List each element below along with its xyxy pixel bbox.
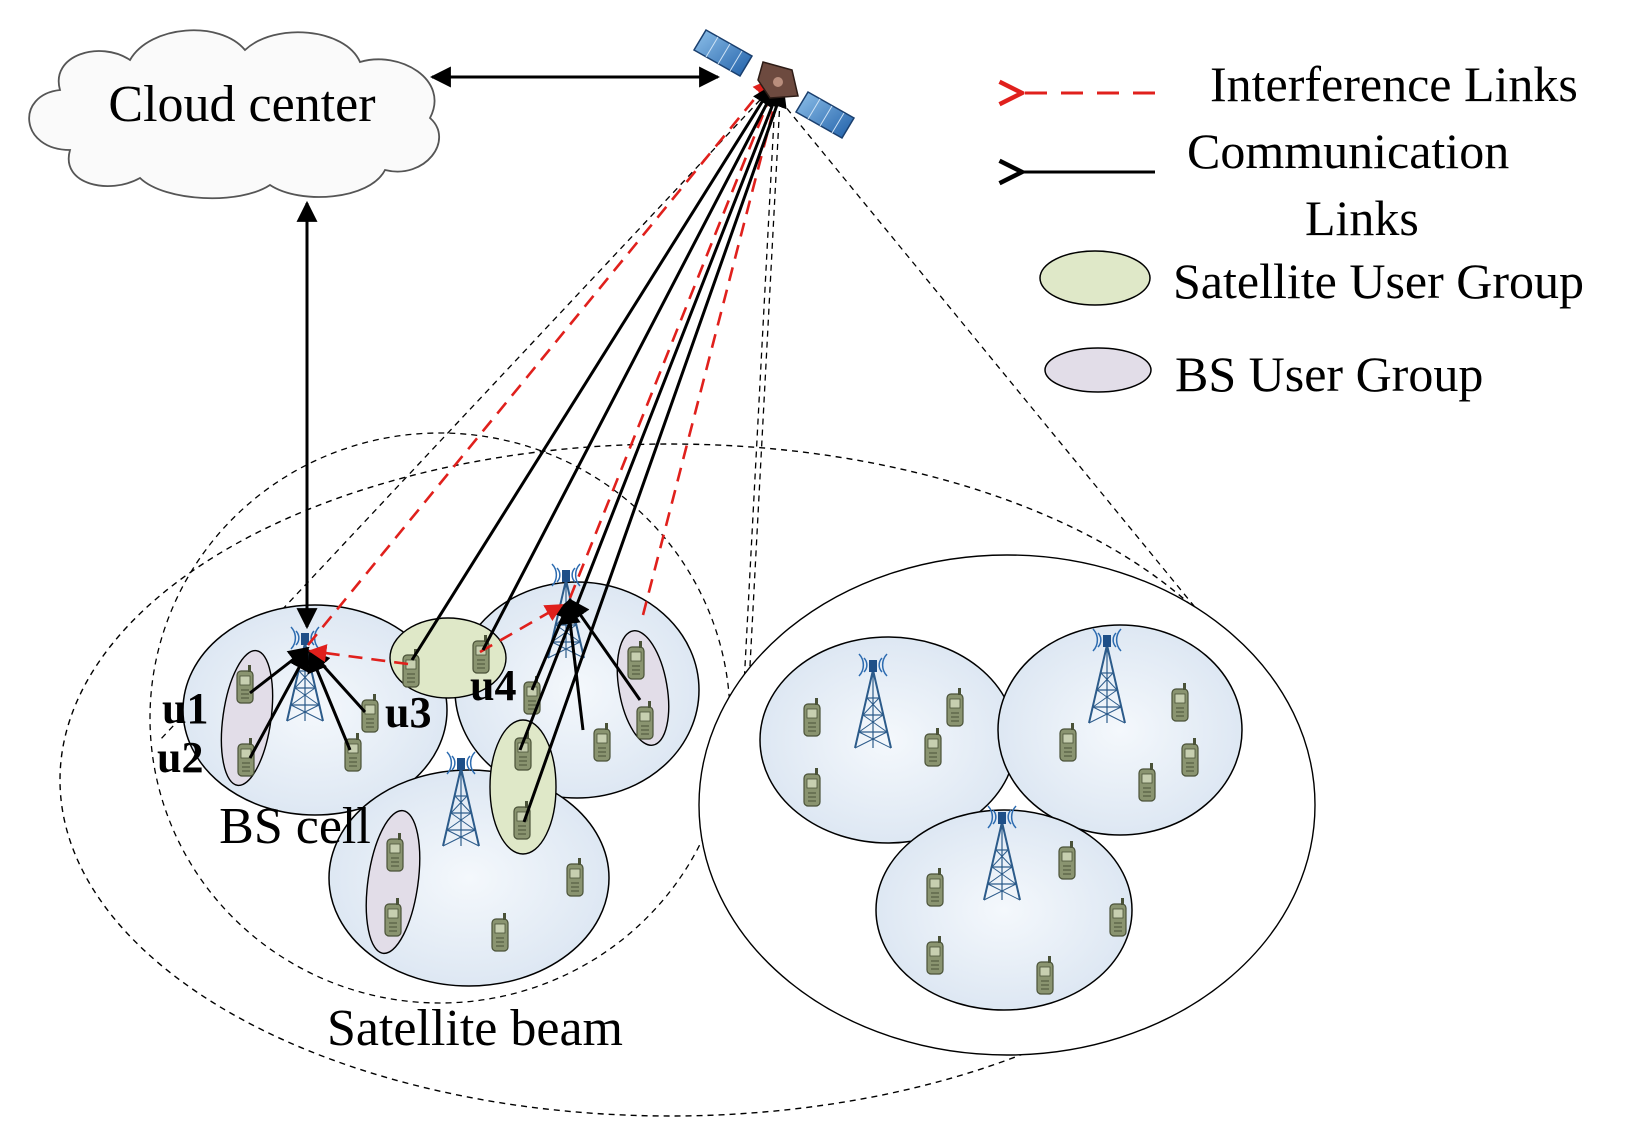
mobile-phone-icon	[926, 867, 944, 907]
bs-cell-6	[875, 809, 1133, 1011]
bs-cell-label: BS cell	[219, 798, 371, 855]
mobile-phone-icon	[491, 912, 509, 952]
mobile-phone-icon	[236, 664, 254, 704]
mobile-phone-icon	[636, 700, 654, 740]
user-label-u1: u1	[162, 684, 208, 733]
mobile-phone-icon	[1058, 840, 1076, 880]
cloud-icon	[28, 29, 441, 200]
mobile-phone-icon	[926, 935, 944, 975]
legend-satellite-group-label: Satellite User Group	[1173, 253, 1584, 309]
bs-cell-5	[997, 624, 1243, 836]
satellite-user-group-middle	[489, 719, 557, 855]
mobile-phone-icon	[514, 731, 532, 771]
mobile-phone-icon	[344, 732, 362, 772]
user-label-u4: u4	[470, 661, 516, 710]
legend-bs-group-swatch	[1044, 347, 1152, 393]
mobile-phone-icon	[1171, 682, 1189, 722]
legend: Interference Links Communication Links S…	[1022, 56, 1584, 402]
mobile-phone-icon	[513, 800, 531, 840]
mobile-phone-icon	[803, 767, 821, 807]
satellite-beam-label: Satellite beam	[327, 1000, 623, 1057]
mobile-phone-icon	[386, 832, 404, 872]
mobile-phone-icon	[803, 697, 821, 737]
satellite-communication-links	[410, 84, 787, 823]
mobile-phone-icon	[1138, 762, 1156, 802]
mobile-phone-icon	[946, 687, 964, 727]
bs-communication-links	[248, 598, 642, 759]
bs-user-group-bottom	[365, 809, 421, 955]
mobile-phone-icon	[924, 727, 942, 767]
mobile-phone-icon	[1036, 955, 1054, 995]
mobile-phone-icon	[593, 722, 611, 762]
user-groups	[220, 617, 670, 955]
legend-interference-label: Interference Links	[1210, 56, 1578, 112]
interference-links	[306, 78, 785, 666]
legend-bs-group-label: BS User Group	[1175, 346, 1483, 402]
legend-communication-label-1: Communication	[1187, 123, 1509, 179]
mobile-phone-icon	[627, 640, 645, 680]
mobile-phone-icon	[566, 857, 584, 897]
mobile-phone-icon	[1181, 737, 1199, 777]
satellite-icon	[692, 28, 856, 140]
legend-satellite-group-swatch	[1039, 250, 1151, 306]
mobile-phone-icon	[384, 897, 402, 937]
mobile-phone-icon	[1059, 722, 1077, 762]
legend-communication-label-2: Links	[1305, 190, 1419, 246]
user-label-u2: u2	[157, 733, 203, 782]
mobile-phone-icon	[1109, 897, 1127, 937]
mobile-phone-icon	[361, 693, 379, 733]
cloud-center-label: Cloud center	[108, 76, 375, 133]
user-label-u3: u3	[385, 688, 431, 737]
